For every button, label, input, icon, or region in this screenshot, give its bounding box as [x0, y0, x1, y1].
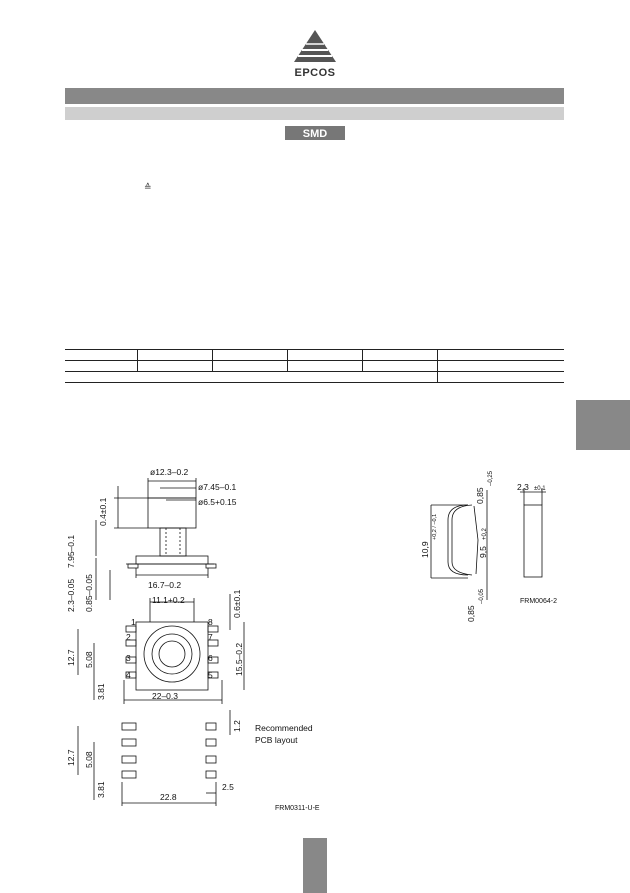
- svg-text:12.7: 12.7: [66, 749, 76, 766]
- svg-text:9,5: 9,5: [478, 546, 488, 558]
- svg-text:10,9: 10,9: [420, 541, 430, 558]
- svg-text:+0,2 / –0,1: +0,2 / –0,1: [432, 514, 438, 540]
- svg-text:ø6.5+0.15: ø6.5+0.15: [198, 497, 237, 507]
- svg-text:22.8: 22.8: [160, 792, 177, 802]
- svg-text:0.4±0.1: 0.4±0.1: [98, 497, 108, 526]
- svg-text:7.95–0.1: 7.95–0.1: [66, 535, 76, 568]
- svg-text:ø12.3–0.2: ø12.3–0.2: [150, 467, 189, 477]
- svg-text:3.81: 3.81: [96, 781, 106, 798]
- svg-text:0,85: 0,85: [466, 605, 476, 622]
- table-row: [65, 349, 564, 361]
- svg-text:–0,05: –0,05: [479, 588, 485, 604]
- table-row: [65, 360, 564, 372]
- svg-text:2.5: 2.5: [222, 782, 234, 792]
- svg-text:2,3: 2,3: [517, 482, 529, 492]
- svg-text:5.08: 5.08: [84, 751, 94, 768]
- svg-text:1.2: 1.2: [232, 720, 242, 732]
- svg-text:1: 1: [131, 617, 136, 627]
- section-tab: [576, 400, 630, 450]
- page-number-box: [303, 838, 327, 893]
- svg-text:8: 8: [208, 617, 213, 627]
- svg-text:0.6±0.1: 0.6±0.1: [232, 589, 242, 618]
- svg-text:6: 6: [208, 653, 213, 663]
- table-row: [65, 371, 564, 383]
- spec-table: [65, 349, 564, 383]
- title-bar: [65, 88, 564, 104]
- correspondence-symbol: ≙: [144, 182, 152, 192]
- svg-text:2.3–0.05: 2.3–0.05: [66, 579, 76, 612]
- brand-name: EPCOS: [294, 67, 336, 79]
- svg-text:3: 3: [126, 653, 131, 663]
- svg-text:Recommended: Recommended: [255, 723, 313, 733]
- svg-text:3.81: 3.81: [96, 683, 106, 700]
- subtitle-bar: [65, 107, 564, 120]
- svg-text:ø7.45–0.1: ø7.45–0.1: [198, 482, 237, 492]
- svg-text:2: 2: [126, 632, 131, 642]
- clamp-dimension-drawing: 2,3 ±0,1 0,85 –0,25 10,9 +0,2 / –0,1 9,5…: [420, 470, 557, 622]
- drawing-code: FRM0064-2: [520, 598, 557, 605]
- svg-text:16.7–0.2: 16.7–0.2: [148, 580, 181, 590]
- svg-text:5: 5: [208, 670, 213, 680]
- svg-text:5.08: 5.08: [84, 651, 94, 668]
- svg-text:–0,25: –0,25: [488, 470, 494, 486]
- svg-text:PCB layout: PCB layout: [255, 735, 298, 745]
- svg-text:+0,2: +0,2: [482, 527, 488, 540]
- svg-text:0,85: 0,85: [475, 487, 485, 504]
- smd-badge: SMD: [285, 126, 345, 140]
- core-dimension-drawing: ø12.3–0.2 ø7.45–0.1 ø6.5+0.15 16.7–0.2 1…: [66, 467, 320, 812]
- epcos-logo-icon: [294, 30, 336, 62]
- svg-text:SMD: SMD: [303, 128, 328, 140]
- svg-text:11.1+0.2: 11.1+0.2: [152, 595, 185, 605]
- svg-text:0.85–0.05: 0.85–0.05: [84, 574, 94, 612]
- svg-text:12.7: 12.7: [66, 649, 76, 666]
- svg-text:22–0.3: 22–0.3: [152, 691, 178, 701]
- svg-text:±0,1: ±0,1: [534, 486, 546, 492]
- svg-text:4: 4: [126, 670, 131, 680]
- svg-text:15.5–0.2: 15.5–0.2: [234, 643, 244, 676]
- drawing-code: FRM0311-U-E: [275, 805, 320, 812]
- svg-text:7: 7: [208, 632, 213, 642]
